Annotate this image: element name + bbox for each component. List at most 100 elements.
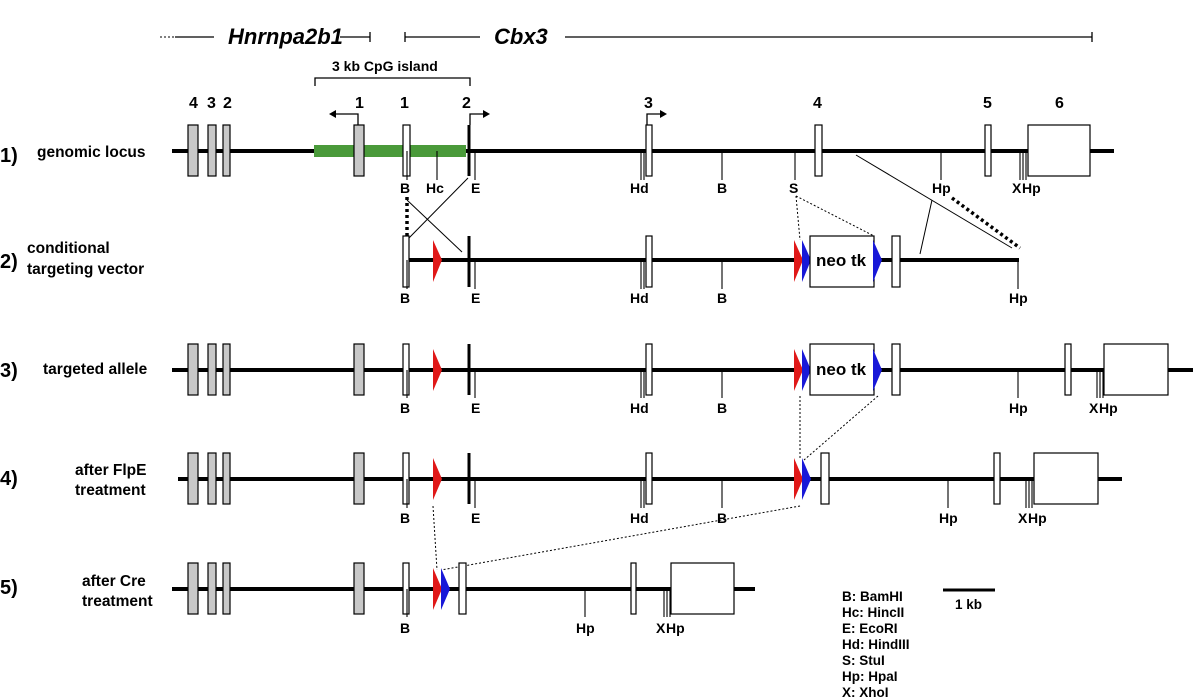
cbx3-exon-1-number: 1: [400, 95, 409, 112]
row-1-site-hd-label: Hd: [630, 180, 649, 196]
cbx3-exon-6-number: 6: [1055, 95, 1064, 112]
row-3-cbx3-exon-5: [1064, 343, 1072, 396]
row-2-site-hp-label: Hp: [1009, 290, 1028, 306]
row-1-cpg-island-bar: [314, 145, 466, 157]
row-3-hnrnpa2b1-exon-4: [187, 343, 199, 396]
row-3-loxp-site: [433, 349, 442, 391]
row-5-hnrnpa2b1-exon-4: [187, 562, 199, 615]
flpe-excision-dotted-right: [803, 395, 879, 461]
row-3-site-e-label: E: [471, 400, 480, 416]
row-1-genomic-locus: B Hc E Hd B S Hp X Hp: [172, 124, 1114, 196]
row-4-site-b-label: B: [400, 510, 410, 526]
scale-bar-label: 1 kb: [955, 597, 982, 612]
row-5-hnrnpa2b1-exon-3: [207, 562, 217, 615]
row-2-label-line-2: targeting vector: [27, 261, 144, 278]
row-4-cbx3-exon-1: [402, 452, 410, 505]
row-4-after-flpe: B E Hd B Hp X Hp: [178, 452, 1122, 526]
legend-hincii: Hc: HincII: [842, 605, 904, 620]
row-5-cbx3-exon-4: [458, 562, 467, 615]
cbx3-exon-5-number: 5: [983, 95, 992, 112]
hnrnpa2b1-exon-2-number: 2: [223, 95, 232, 112]
row-3-site-hp-label: Hp: [1009, 400, 1028, 416]
row-2-cbx3-exon-4: [891, 235, 901, 288]
row-5-label-line-2: treatment: [82, 593, 153, 610]
row-2-neo-tk-label: neo tk: [816, 251, 867, 270]
row-1-site-hp-label: Hp: [932, 180, 951, 196]
legend-hpai: Hp: HpaI: [842, 669, 898, 684]
row-2-frt-site-1: [802, 240, 811, 282]
cbx3-alt-tss-arrowhead: [660, 110, 667, 118]
row-1-hnrnpa2b1-exon-2: [222, 124, 231, 177]
legend-stui: S: StuI: [842, 653, 885, 668]
row-3-label: targeted allele: [43, 361, 148, 378]
cbx3-alt-tss-arrow: [646, 113, 660, 125]
row-3-site-hd-label: Hd: [630, 400, 649, 416]
row-3-frt-site-2: [873, 349, 882, 391]
row-2-number: 2): [0, 251, 18, 273]
row-1-cbx3-exon-6: [1027, 124, 1091, 177]
scale-bar: 1 kb: [943, 588, 995, 612]
row-1-hnrnpa2b1-exon-3: [207, 124, 217, 177]
hnrnpa2b1-tss-arrow: [336, 113, 359, 125]
row-3-hnrnpa2b1-exon-3: [207, 343, 217, 396]
cbx3-exon-4-number: 4: [813, 95, 822, 112]
row-2-site-b-label: B: [400, 290, 410, 306]
row-3-loxp-site-2: [794, 349, 803, 391]
row-4-label-line-1: after FlpE: [75, 462, 146, 479]
row-4-cbx3-exon-4: [820, 452, 830, 505]
row-5-hnrnpa2b1-exon-2: [222, 562, 231, 615]
row-3-site-b-label: B: [400, 400, 410, 416]
row-3-cbx3-exon-4: [891, 343, 901, 396]
hnrnpa2b1-tss-arrowhead: [329, 110, 336, 118]
flpe-excision-lines: [799, 395, 879, 461]
row-4-label-line-2: treatment: [75, 482, 146, 499]
row-5-cbx3-exon-1: [402, 562, 410, 615]
cbx3-gene-name: Cbx3: [494, 24, 548, 49]
row-2-cbx3-exon-3: [645, 235, 653, 288]
row-2-label-line-1: conditional: [27, 240, 110, 257]
row-labels: 1) genomic locus 2) conditional targetin…: [0, 144, 153, 610]
cbx3-tss-arrow: [469, 113, 483, 125]
row-2-site-b2-label: B: [717, 290, 727, 306]
row-1-hnrnpa2b1-exon-4: [187, 124, 199, 177]
cpg-island-bracket: 3 kb CpG island: [314, 58, 471, 86]
row-3-neo-tk-label: neo tk: [816, 360, 867, 379]
exon-numbers: 4 3 2 1 1 2 3 4 5 6: [189, 95, 1064, 112]
row-4-site-b2-label: B: [717, 510, 727, 526]
cpg-island-bracket-line: [314, 77, 471, 86]
right-cross-line-2: [919, 199, 933, 255]
row-1-cbx3-exon-3: [645, 124, 653, 177]
cpg-island-label: 3 kb CpG island: [332, 58, 438, 74]
left-cross-line-1: [406, 199, 463, 253]
row-1-cbx3-exon-5: [984, 124, 992, 177]
legend-hindiii: Hd: HindIII: [842, 637, 910, 652]
hnrnpa2b1-exon-3-number: 3: [207, 95, 216, 112]
row-5-cbx3-exon-6: [670, 562, 735, 615]
row-1-site-b2-label: B: [717, 180, 727, 196]
row-5-site-x-label: X: [656, 620, 666, 636]
row-2-cbx3-exon-1: [402, 235, 410, 288]
row-3-number: 3): [0, 360, 18, 382]
row-2-loxp-site: [433, 240, 442, 282]
row-1-site-s-label: S: [789, 180, 798, 196]
row-4-hnrnpa2b1-exon-1: [353, 452, 365, 505]
row-1-cbx3-exon-4: [814, 124, 823, 177]
row-4-loxp-site-2: [794, 458, 803, 500]
row-5-hnrnpa2b1-exon-1: [353, 562, 365, 615]
row-5-site-hp-label: Hp: [576, 620, 595, 636]
gene-extent-header: Hnrnpa2b1 Cbx3: [160, 24, 1093, 49]
stui-insertion-dotted-right: [795, 195, 875, 237]
transcription-arrows: [329, 110, 667, 125]
legend-ecori: E: EcoRI: [842, 621, 898, 636]
row-4-site-x-label: X: [1018, 510, 1028, 526]
legend-xhoi: X: XhoI: [842, 685, 889, 699]
row-2-site-hd-label: Hd: [630, 290, 649, 306]
row-5-number: 5): [0, 577, 18, 599]
row-4-hnrnpa2b1-exon-3: [207, 452, 217, 505]
row-1-site-hp2-label: Hp: [1022, 180, 1041, 196]
right-cross-line-1: [855, 154, 1013, 249]
row-3-cbx3-exon-1: [402, 343, 410, 396]
row-4-frt-site: [802, 458, 811, 500]
row-4-loxp-site: [433, 458, 442, 500]
